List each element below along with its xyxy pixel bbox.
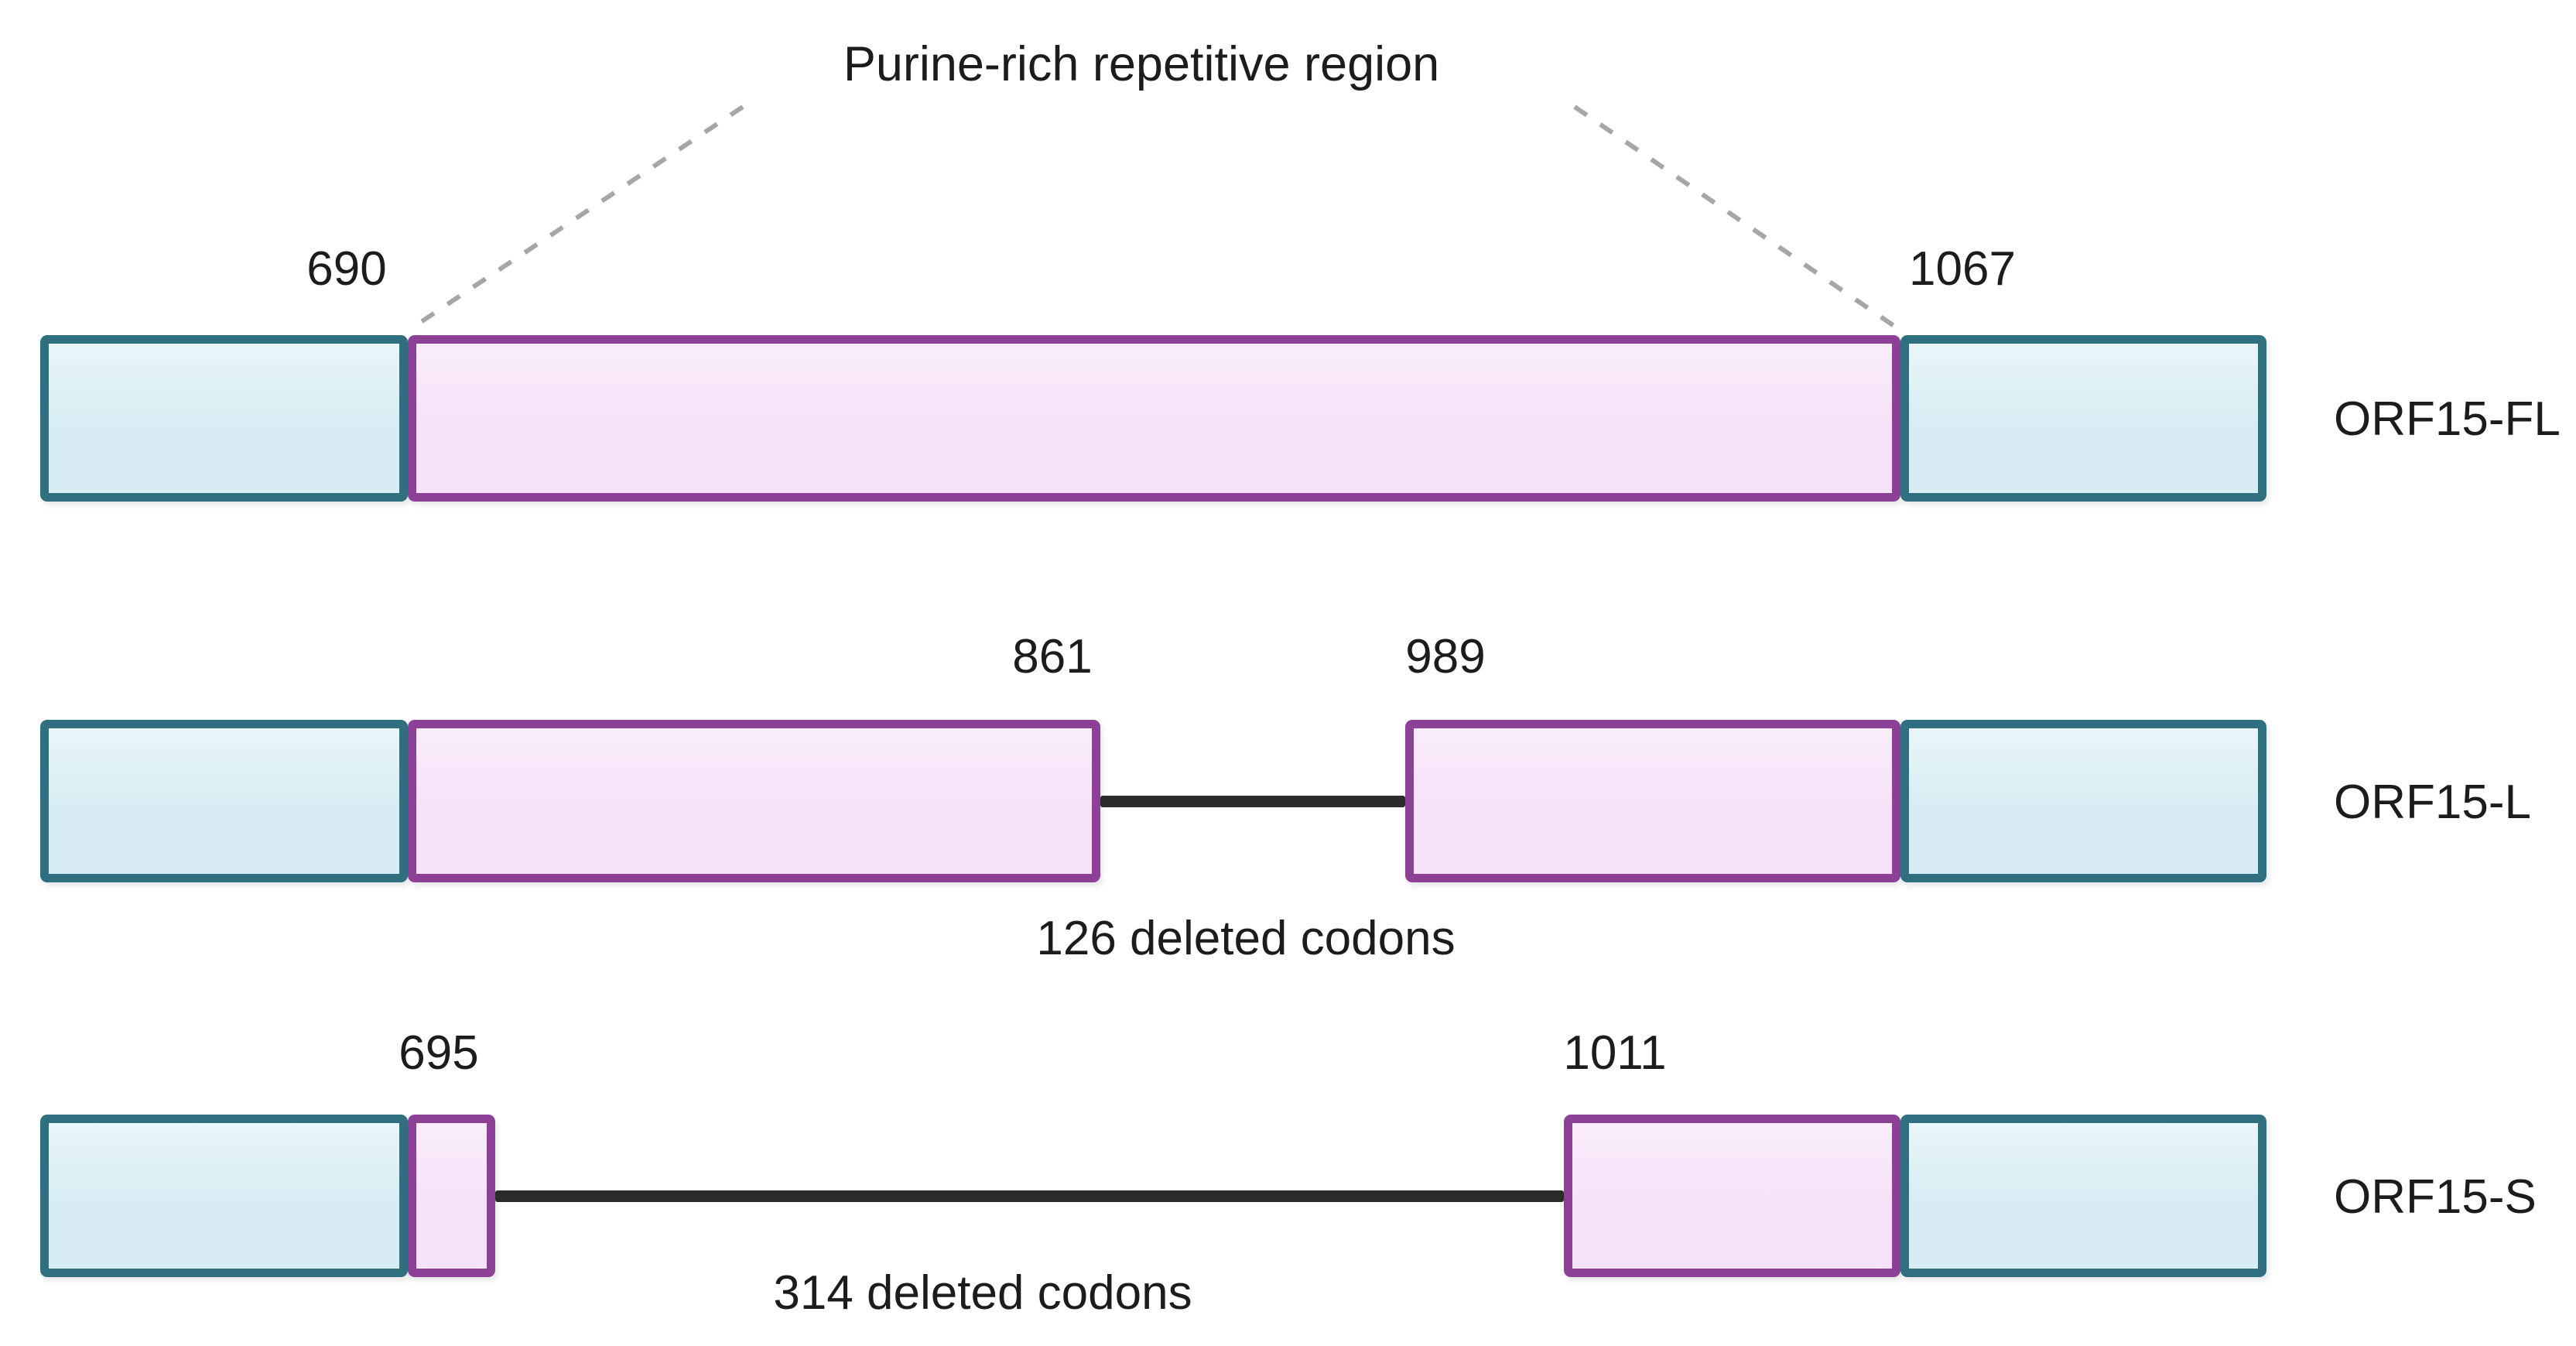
codon-number-label-690: 690	[306, 242, 387, 296]
orf15-s-deletion-connector-line	[495, 1190, 1564, 1202]
codon-number-label-1067: 1067	[1909, 242, 2016, 296]
orf15-l-exon-box-right	[1900, 720, 2266, 882]
orf15-fl-exon-box-right	[1900, 335, 2266, 502]
orf15-s-exon-box-left	[40, 1115, 408, 1277]
orf15-fl-exon-box-left	[40, 335, 408, 502]
diagram-title: Purine-rich repetitive region	[843, 37, 1440, 91]
orf15-l-deletion-label: 126 deleted codons	[1036, 912, 1456, 965]
orf15-l-deletion-connector-line	[1100, 796, 1405, 807]
codon-number-label-1011: 1011	[1563, 1026, 1667, 1080]
construct-name-orf15-s: ORF15-S	[2334, 1170, 2537, 1224]
orf15-fl-repeat-region-box	[408, 335, 1900, 502]
codon-number-label-989: 989	[1405, 630, 1486, 683]
orf15-s-exon-box-right	[1900, 1115, 2266, 1277]
orf15-s-deletion-label: 314 deleted codons	[773, 1266, 1192, 1320]
orf15-l-repeat-box-left	[408, 720, 1100, 882]
orf15-s-repeat-box-left	[408, 1115, 495, 1277]
dashed-callout-left-line	[410, 104, 744, 331]
orf15-s-repeat-box-right	[1564, 1115, 1900, 1277]
construct-name-orf15-l: ORF15-L	[2334, 776, 2531, 829]
orf15-l-repeat-box-right	[1405, 720, 1900, 882]
construct-name-orf15-fl: ORF15-FL	[2334, 392, 2561, 446]
orf15-l-exon-box-left	[40, 720, 408, 882]
codon-number-label-861: 861	[1012, 630, 1093, 683]
codon-number-label-695: 695	[399, 1026, 479, 1080]
dashed-callout-right-line	[1573, 104, 1899, 331]
